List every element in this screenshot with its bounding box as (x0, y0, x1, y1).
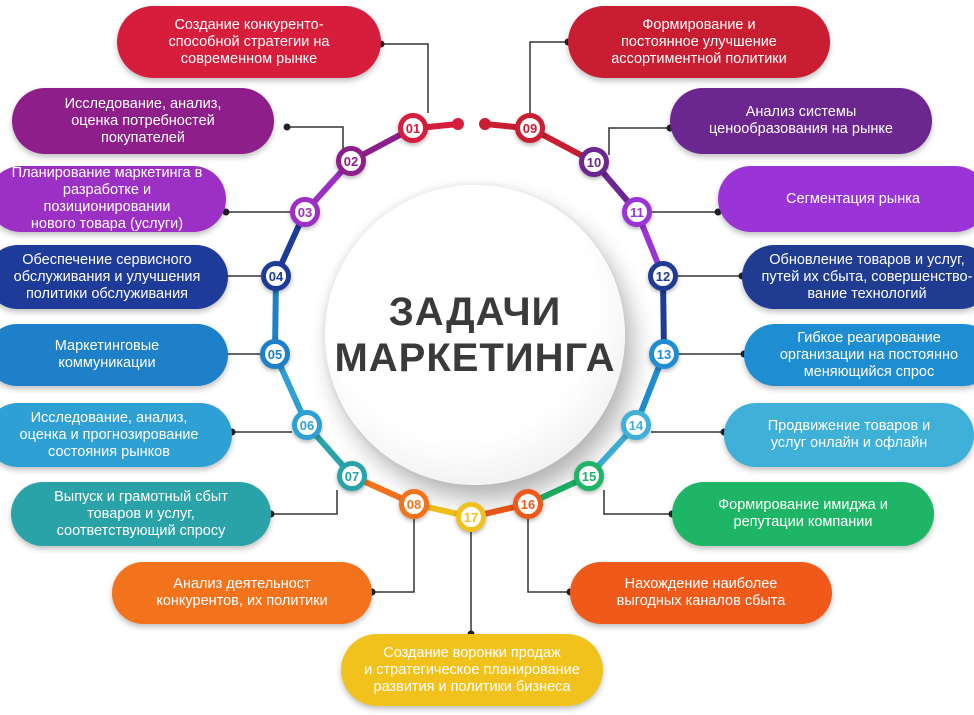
task-pill-03: Планирование маркетинга в разработке и п… (0, 165, 226, 232)
task-number-05: 05 (260, 339, 290, 369)
ring-end-dot (452, 118, 464, 130)
task-number-11: 11 (622, 197, 652, 227)
task-label-04: Обеспечение сервисного обслуживания и ул… (13, 251, 201, 302)
task-pill-06: Исследование, анализ, оценка и прогнозир… (0, 403, 232, 467)
connector-line (527, 519, 570, 593)
task-pill-17: Создание воронки продаж и стратегическое… (341, 634, 603, 706)
task-number-16: 16 (513, 489, 543, 519)
task-label-13: Гибкое реагирование организации на посто… (779, 329, 959, 380)
task-label-17: Создание воронки продаж и стратегическое… (364, 644, 580, 695)
task-label-11: Сегментация рынка (786, 190, 920, 207)
task-label-10: Анализ системы ценообразования на рынке (709, 104, 893, 137)
connector-line (271, 490, 338, 515)
task-pill-05: Маркетинговые коммуникации (0, 324, 228, 386)
task-pill-04: Обеспечение сервисного обслуживания и ул… (0, 245, 228, 309)
task-label-03: Планирование маркетинга в разработке и п… (11, 165, 203, 232)
task-pill-11: Сегментация рынка (718, 166, 974, 232)
connector-line (529, 41, 568, 113)
task-label-05: Маркетинговые коммуникации (54, 338, 160, 371)
center-title-line2: МАРКЕТИНГА (334, 336, 616, 380)
task-number-17: 17 (456, 502, 486, 532)
task-number-12: 12 (648, 261, 678, 291)
task-number-02: 02 (336, 146, 366, 176)
task-number-08: 08 (399, 489, 429, 519)
task-pill-01: Создание конкуренто- способной стратегии… (117, 6, 381, 78)
task-label-14: Продвижение товаров и услуг онлайн и офл… (767, 418, 931, 451)
task-number-13: 13 (649, 339, 679, 369)
task-number-06: 06 (292, 410, 322, 440)
task-number-10: 10 (579, 147, 609, 177)
task-label-07: Выпуск и грамотный сбыт товаров и услуг,… (54, 488, 228, 539)
ring-end-dot (479, 118, 491, 130)
task-pill-14: Продвижение товаров и услуг онлайн и офл… (724, 403, 974, 467)
connector-dot (222, 208, 230, 216)
task-pill-09: Формирование и постоянное улучшение ассо… (568, 6, 830, 78)
task-pill-13: Гибкое реагирование организации на посто… (744, 324, 974, 386)
connector-line (287, 126, 344, 155)
task-pill-10: Анализ системы ценообразования на рынке (670, 88, 932, 154)
connector-line (608, 127, 670, 155)
connector-line (372, 519, 415, 593)
task-number-14: 14 (621, 410, 651, 440)
task-label-09: Формирование и постоянное улучшение ассо… (611, 16, 787, 67)
task-pill-15: Формирование имиджа и репутации компании (672, 482, 934, 546)
task-number-04: 04 (261, 261, 291, 291)
task-number-09: 09 (515, 113, 545, 143)
connector-line (381, 43, 429, 113)
task-number-15: 15 (574, 461, 604, 491)
task-label-12: Обновление товаров и услуг, путей их сбы… (761, 251, 973, 302)
task-pill-07: Выпуск и грамотный сбыт товаров и услуг,… (11, 482, 271, 546)
task-label-15: Формирование имиджа и репутации компании (718, 497, 888, 530)
task-pill-12: Обновление товаров и услуг, путей их сбы… (742, 245, 974, 309)
task-number-03: 03 (290, 197, 320, 227)
task-pill-02: Исследование, анализ, оценка потребносте… (12, 88, 274, 154)
center-title-line1: ЗАДАЧИ (388, 290, 562, 334)
task-pill-16: Нахождение наиболее выгодных каналов сбы… (570, 562, 832, 624)
task-label-01: Создание конкуренто- способной стратегии… (168, 16, 330, 67)
task-number-01: 01 (398, 113, 428, 143)
task-label-08: Анализ деятельност конкурентов, их полит… (156, 576, 328, 609)
task-pill-08: Анализ деятельност конкурентов, их полит… (112, 562, 372, 624)
task-number-07: 07 (337, 461, 367, 491)
center-circle: ЗАДАЧИ МАРКЕТИНГА (325, 185, 625, 485)
connector-line (603, 490, 672, 515)
task-label-02: Исследование, анализ, оценка потребносте… (64, 95, 222, 146)
task-label-16: Нахождение наиболее выгодных каналов сбы… (616, 576, 786, 609)
connector-dot (283, 123, 291, 131)
task-label-06: Исследование, анализ, оценка и прогнозир… (19, 409, 199, 460)
